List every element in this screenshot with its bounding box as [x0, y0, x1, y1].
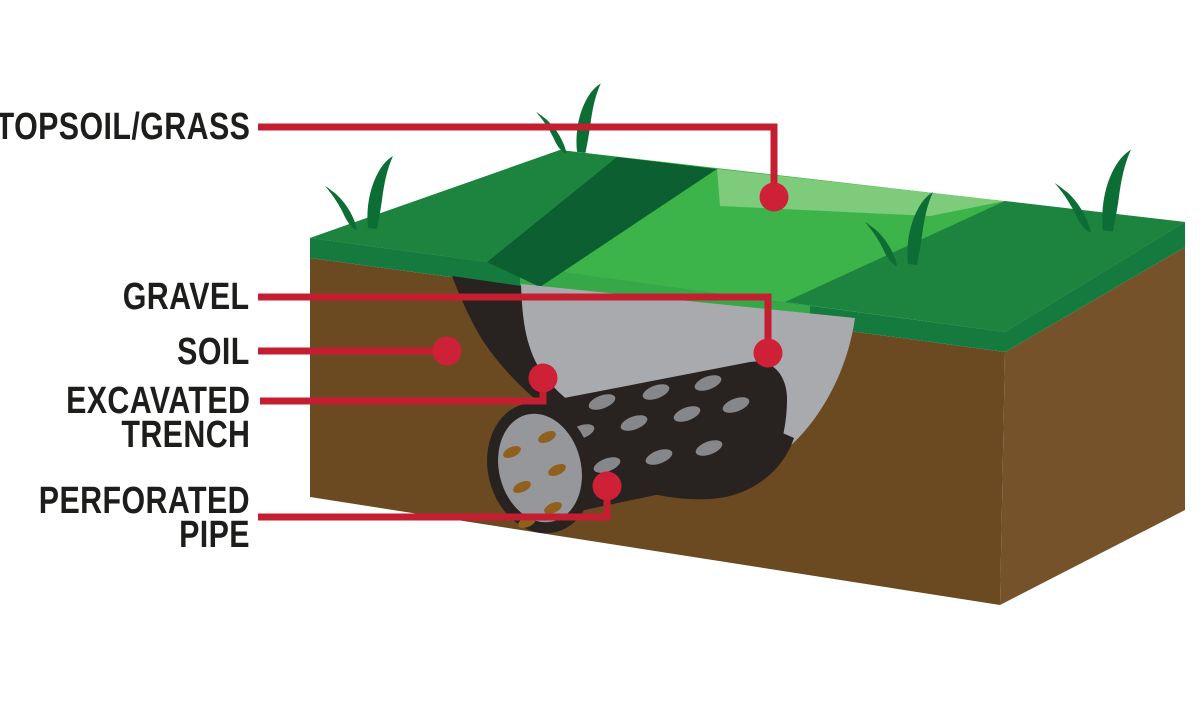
grass-left-slab	[310, 150, 617, 262]
pipe-end-perforations	[503, 430, 566, 529]
connector-topsoil-grass	[258, 123, 778, 197]
dot-gravel	[753, 338, 783, 368]
connector-gravel	[258, 293, 772, 353]
perforation-hole	[588, 394, 616, 410]
connector-dots	[432, 182, 789, 501]
perforation-hole	[722, 397, 750, 413]
label-perforated-pipe: PERFORATED PIPE	[38, 480, 250, 556]
label-excavated-trench-line2: TRENCH	[120, 414, 250, 456]
label-topsoil-grass: TOPSOIL/GRASS	[0, 106, 250, 148]
dot-excavated-trench	[528, 363, 558, 393]
dot-perforated-pipe	[592, 471, 622, 501]
label-perforated-pipe-line1: PERFORATED	[38, 480, 250, 522]
cap-dot	[538, 430, 556, 444]
label-soil: SOIL	[177, 331, 250, 373]
cap-dot	[548, 463, 566, 477]
label-excavated-trench-line1: EXCAVATED	[65, 380, 250, 422]
pipe-end-cap	[498, 413, 582, 523]
cap-dot	[544, 501, 562, 515]
perforation-hole	[593, 457, 621, 473]
soil-right-face	[1000, 247, 1185, 605]
dot-soil	[432, 336, 462, 366]
cap-dot	[503, 445, 521, 459]
dot-topsoil-grass	[759, 182, 789, 212]
cap-dot	[513, 480, 531, 494]
perforation-hole	[642, 384, 670, 400]
perforation-hole	[620, 415, 648, 431]
label-perforated-pipe-line2: PIPE	[179, 514, 250, 556]
label-gravel-text: GRAVEL	[123, 276, 250, 318]
label-soil-text: SOIL	[177, 331, 250, 373]
label-gravel: GRAVEL	[123, 276, 250, 318]
grass-right-slab	[785, 201, 1185, 332]
perforation-hole	[694, 375, 722, 391]
grass-right-edge-band	[1005, 222, 1185, 352]
label-topsoil-grass-text: TOPSOIL/GRASS	[0, 106, 250, 148]
label-excavated-trench: EXCAVATED TRENCH	[65, 380, 250, 456]
grass-sod-cut-edge	[487, 157, 717, 287]
perforation-hole	[645, 449, 673, 465]
perforation-hole	[673, 406, 701, 422]
perforation-hole	[695, 440, 723, 456]
grass-front-edge-band-trench	[520, 266, 810, 318]
pipe-shadow	[558, 427, 794, 500]
grass-trench-strip-light	[717, 169, 1005, 216]
trench-wall	[452, 276, 614, 440]
